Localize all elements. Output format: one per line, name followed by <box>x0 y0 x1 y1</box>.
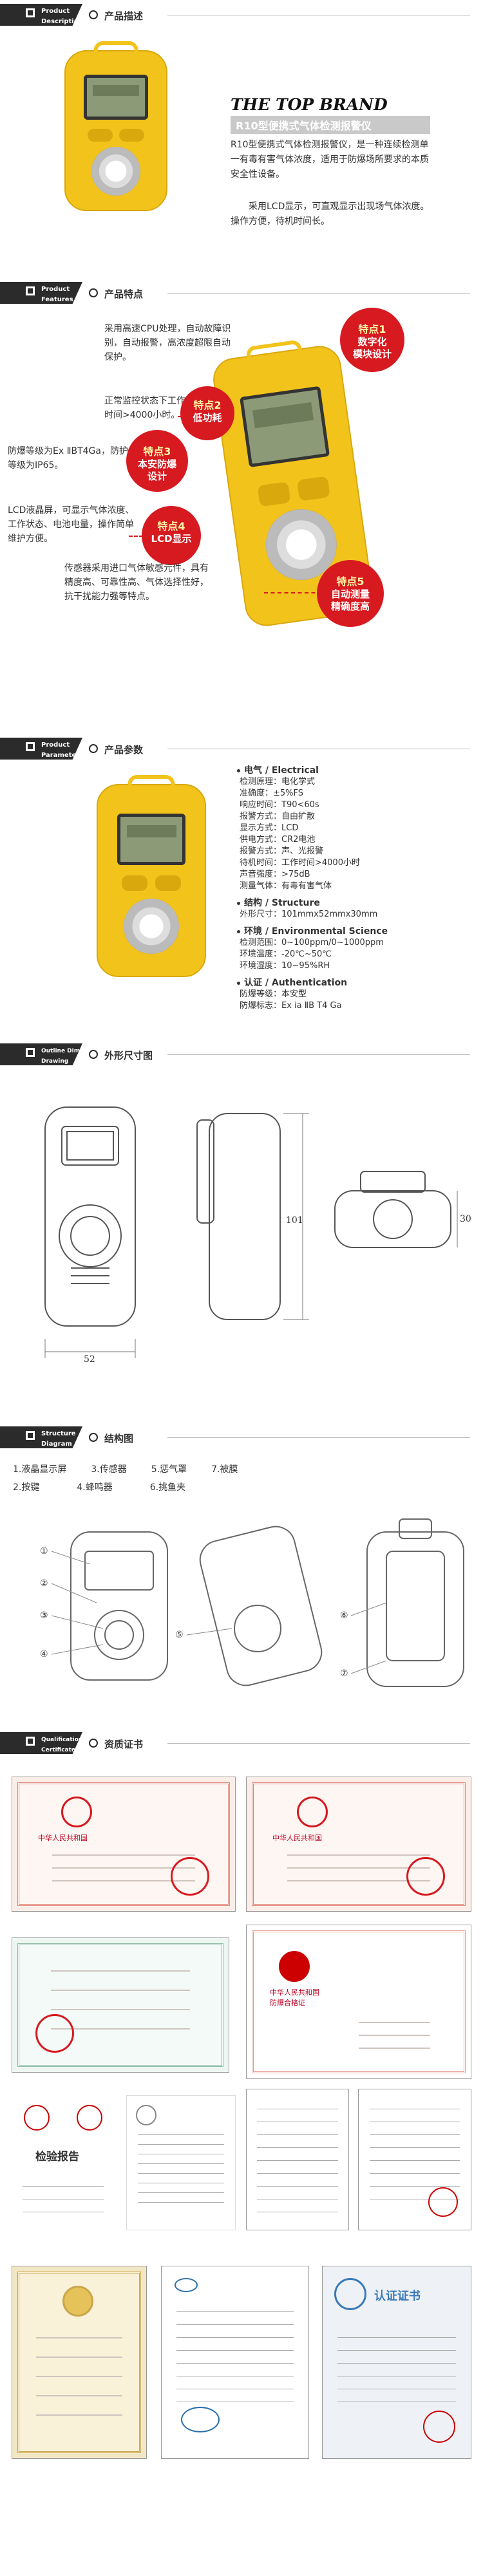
spec-heading-electrical: 电气 / Electrical <box>237 763 469 776</box>
callout-marker: ⑤ <box>175 1630 184 1640</box>
spec-electrical-item: 响应时间：T90<60s <box>240 800 319 810</box>
circle-icon <box>89 1433 98 1442</box>
section-header-certificate: Qualification Certificate 资质证书 <box>0 1728 483 1758</box>
square-icon <box>26 1048 35 1057</box>
spec-electrical-item: 显示方式：LCD <box>240 823 299 833</box>
dimension-width: 52 <box>84 1354 95 1365</box>
product-image-params <box>97 775 206 977</box>
structure-legend: 1.液晶显示屏 3.传感器 5.惩气罩 7.被膜 2.按键 4.蜂鸣器 6.挑鱼夹 <box>13 1462 477 1493</box>
section-title: 产品描述 <box>104 10 144 22</box>
divider <box>167 1437 470 1438</box>
spec-electrical-item: 待机时间：工作时间>4000小时 <box>240 858 360 868</box>
spec-environmental-item: 检测范围：0~100ppm/0~1000ppm <box>240 938 384 947</box>
dimension-height: 101 <box>286 1215 303 1226</box>
section-title: 外形尺寸图 <box>104 1050 153 1061</box>
square-icon <box>26 8 35 17</box>
square-icon <box>26 286 35 295</box>
callout-marker: ⑦ <box>340 1668 348 1679</box>
model-title: R10型便携式气体检测报警仪 <box>231 116 430 134</box>
legend-item: 6.挑鱼夹 <box>149 1482 186 1493</box>
test-report-page-3 <box>246 2089 349 2230</box>
callout-marker: ③ <box>40 1610 48 1621</box>
certificate-3 <box>12 1937 229 2073</box>
cnas-title: 认证证书 <box>374 2290 421 2303</box>
spec-authentication-item: 防爆等级：本安型 <box>240 989 307 999</box>
test-report-page-2 <box>126 2095 236 2230</box>
spec-environmental-item: 环境湿度：10~95%RH <box>240 961 330 971</box>
legend-item: 3.传感器 <box>91 1464 127 1475</box>
structure-diagram <box>51 1518 464 1687</box>
test-report-cover: 检验报告 <box>12 2095 115 2230</box>
section-title: 结构图 <box>104 1433 134 1444</box>
callout-marker: ② <box>40 1578 48 1589</box>
callout-marker: ④ <box>40 1649 48 1659</box>
certificate-1: 中华人民共和国 <box>12 1777 236 1912</box>
spec-electrical-item: 报警方式：声、光报警 <box>240 846 324 856</box>
report-title: 检验报告 <box>35 2151 79 2163</box>
circle-icon <box>89 1739 98 1748</box>
spec-structure-item: 外形尺寸：101mmx52mmx30mm <box>240 910 378 919</box>
section-header-description: Product Description 产品描述 <box>0 0 483 30</box>
legend-item: 1.液晶显示屏 <box>13 1464 67 1475</box>
product-image <box>64 41 167 211</box>
callout-marker: ⑥ <box>340 1610 348 1621</box>
section-title: 产品特点 <box>104 288 144 300</box>
dimension-depth: 30 <box>460 1214 471 1224</box>
feature-desc-4: LCD液晶屏，可显示气体浓度、工作状态、电池电量，操作简单维护方便。 <box>8 505 135 544</box>
spec-electrical-item: 供电方式：CR2电池 <box>240 835 316 845</box>
divider <box>167 293 470 294</box>
spec-electrical-item: 测量气体：有毒有害气体 <box>240 881 332 891</box>
square-icon <box>26 1431 35 1440</box>
legend-item: 2.按键 <box>13 1482 40 1493</box>
section-header-features: Product Features 产品特点 <box>0 278 483 308</box>
test-report-page-4 <box>358 2089 471 2230</box>
divider <box>167 1054 470 1055</box>
spec-electrical-item: 声音强度：>75dB <box>240 870 310 879</box>
square-icon <box>26 1737 35 1746</box>
spec-list: 电气 / Electrical 检测原理：电化学式准确度：±5%FS 响应时间：T… <box>237 760 469 1012</box>
circle-icon <box>89 1050 98 1059</box>
legend-item: 4.蜂鸣器 <box>77 1482 113 1493</box>
spec-authentication-item: 防爆标志：Ex ia ⅡB T4 Ga <box>240 1001 342 1011</box>
circle-icon <box>89 288 98 297</box>
description-paragraph-1: R10型便携式气体检测报警仪，是一种连续检测单一有毒有害气体浓度，适用于防爆场所… <box>231 140 429 180</box>
certificate-2: 中华人民共和国 <box>246 1777 471 1912</box>
brand-title: THE TOP BRAND <box>231 95 388 114</box>
callout-marker: ① <box>40 1546 48 1556</box>
legend-item: 7.被膜 <box>211 1464 238 1475</box>
feature-desc-5: 传感器采用进口气体敏感元件，具有精度高、可靠性高、气体选择性好，抗干扰能力强等特… <box>64 563 209 602</box>
feature-desc-1: 采用高速CPU处理，自动故障识别，自动报警，高浓度超限自动保护。 <box>104 324 231 362</box>
feature-desc-3: 防爆等级为Ex ⅡBT4Ga，防护等级为IP65。 <box>8 446 128 471</box>
section-title: 产品参数 <box>104 744 144 756</box>
spec-electrical-item: 准确度：±5%FS <box>240 789 304 798</box>
spec-environmental-item: 环境温度：-20℃~50℃ <box>240 949 332 959</box>
spec-electrical-item: 报警方式：自由扩散 <box>240 812 316 821</box>
spec-heading-authentication: 认证 / Authentication <box>237 976 469 989</box>
certificate-6 <box>161 2266 309 2459</box>
section-header-parameters: Product Parameters 产品参数 <box>0 734 483 763</box>
divider <box>167 1743 470 1744</box>
description-paragraph-2: 采用LCD显示，可直观显示出现场气体浓度。操作方便，待机时间长。 <box>231 201 430 227</box>
dimension-drawing <box>44 1106 458 1358</box>
circle-icon <box>89 10 98 19</box>
certificate-5 <box>12 2266 147 2459</box>
spec-heading-structure: 结构 / Structure <box>237 896 469 909</box>
feature-desc-2: 正常监控状态下工作时间>4000小时。 <box>104 396 185 420</box>
circle-icon <box>89 744 98 753</box>
square-icon <box>26 742 35 751</box>
section-header-structure: Structure Diagram 结构图 <box>0 1423 483 1452</box>
spec-electrical-item: 检测原理：电化学式 <box>240 777 316 787</box>
certificate-7: 认证证书 <box>322 2266 471 2459</box>
section-title: 资质证书 <box>104 1739 144 1750</box>
certificate-4: 中华人民共和国 防爆合格证 <box>246 1925 471 2079</box>
legend-item: 5.惩气罩 <box>151 1464 187 1475</box>
section-header-dimensions: Outline Dimension Drawing 外形尺寸图 <box>0 1040 483 1069</box>
spec-heading-environmental: 环境 / Environmental Science <box>237 924 469 937</box>
section-tag: Product Description <box>0 4 82 26</box>
